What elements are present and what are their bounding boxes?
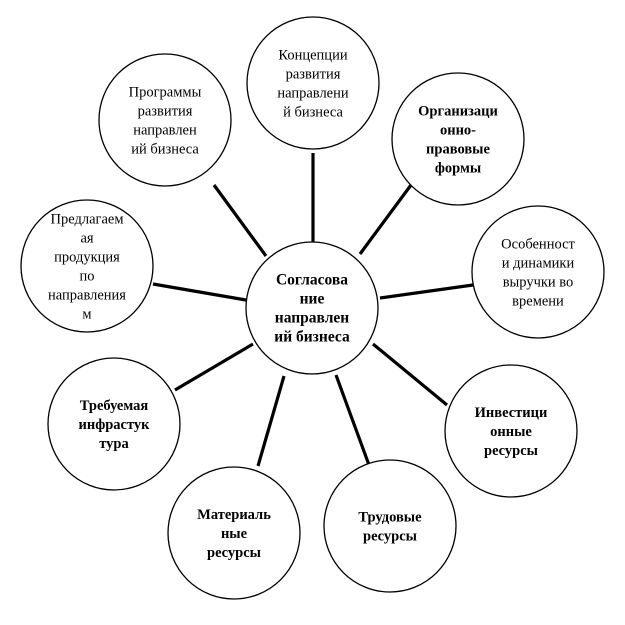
node-orgforms-line: правовые <box>426 142 490 158</box>
center-group: Согласова ние направлен ий бизнеса <box>245 241 379 375</box>
node-orgforms: Организаци онно-правовые формы <box>391 72 525 206</box>
node-circle-material <box>167 466 301 600</box>
node-concept: Концепции развития направлени й бизнеса <box>246 16 380 150</box>
node-circle-infra <box>47 357 181 491</box>
node-circle-labor <box>323 459 457 593</box>
node-material-line: ресурсы <box>207 545 261 561</box>
spoke-material <box>256 375 286 467</box>
node-labor: Трудовые ресурсы <box>323 459 457 593</box>
node-revenue: Особенност и динамики выручки во времени <box>471 205 605 339</box>
center-line: направлен <box>275 310 350 327</box>
node-infra-line: инфрастук <box>78 417 150 433</box>
node-infra-line: тура <box>99 436 129 452</box>
node-programs-line: ий бизнеса <box>131 142 199 158</box>
node-material: Материаль ные ресурсы <box>167 466 301 600</box>
spoke-orgforms <box>358 184 413 255</box>
node-invest-line: онные <box>490 424 532 440</box>
center-circle <box>245 241 379 375</box>
node-products-line: продукция <box>54 250 120 266</box>
center-line: ий бизнеса <box>274 329 350 346</box>
spoke-revenue <box>379 283 474 300</box>
node-labor-line: Трудовые <box>358 510 422 526</box>
spoke-products <box>152 282 247 302</box>
node-circle-products <box>20 199 154 333</box>
node-revenue-line: выручки во <box>503 275 574 291</box>
node-revenue-line: и динамики <box>502 256 575 272</box>
center-node: Согласова ние направлен ий бизнеса <box>245 241 379 375</box>
node-programs: Программы развития направлен ий бизнеса <box>98 53 232 187</box>
node-products: Предлагаем ая продукция по направления м <box>20 199 154 333</box>
node-products-line: по <box>79 269 94 285</box>
spoke-invest <box>371 342 449 407</box>
node-revenue-line: времени <box>512 294 564 310</box>
node-orgforms-line: онно- <box>440 123 476 139</box>
node-labor-line: ресурсы <box>363 529 417 545</box>
node-revenue-line: Особенност <box>501 237 575 253</box>
node-products-line: Предлагаем <box>50 212 123 228</box>
node-orgforms-line: формы <box>435 161 481 177</box>
node-products-line: м <box>82 307 91 323</box>
node-circle-concept <box>246 16 380 150</box>
node-circle-revenue <box>471 205 605 339</box>
node-material-line: Материаль <box>197 507 271 523</box>
node-concept-line: развития <box>286 67 341 83</box>
node-circle-programs <box>98 53 232 187</box>
node-concept-line: Концепции <box>278 48 347 64</box>
center-line: Согласова <box>276 272 348 289</box>
node-material-line: ные <box>221 526 248 542</box>
spoke-infra <box>174 342 254 392</box>
node-products-line: ая <box>80 231 93 247</box>
node-invest-line: ресурсы <box>484 443 538 459</box>
spokes <box>152 153 474 467</box>
node-programs-line: направлен <box>133 123 197 139</box>
node-invest-line: Инвестици <box>475 405 548 421</box>
node-programs-line: развития <box>138 104 193 120</box>
node-circle-orgforms <box>391 72 525 206</box>
node-programs-line: Программы <box>129 85 202 101</box>
spoke-programs <box>212 184 268 257</box>
node-orgforms-line: Организаци <box>418 104 498 120</box>
node-infra: Требуемая инфрастук тура <box>47 357 181 491</box>
node-concept-line: направлени <box>277 86 349 102</box>
node-circle-invest <box>444 364 578 498</box>
node-infra-line: Требуемая <box>80 398 149 414</box>
center-line: ние <box>300 291 325 308</box>
node-products-line: направления <box>48 288 126 304</box>
node-invest: Инвестици онные ресурсы <box>444 364 578 498</box>
node-concept-line: й бизнеса <box>283 105 343 121</box>
spoke-labor <box>334 374 371 466</box>
